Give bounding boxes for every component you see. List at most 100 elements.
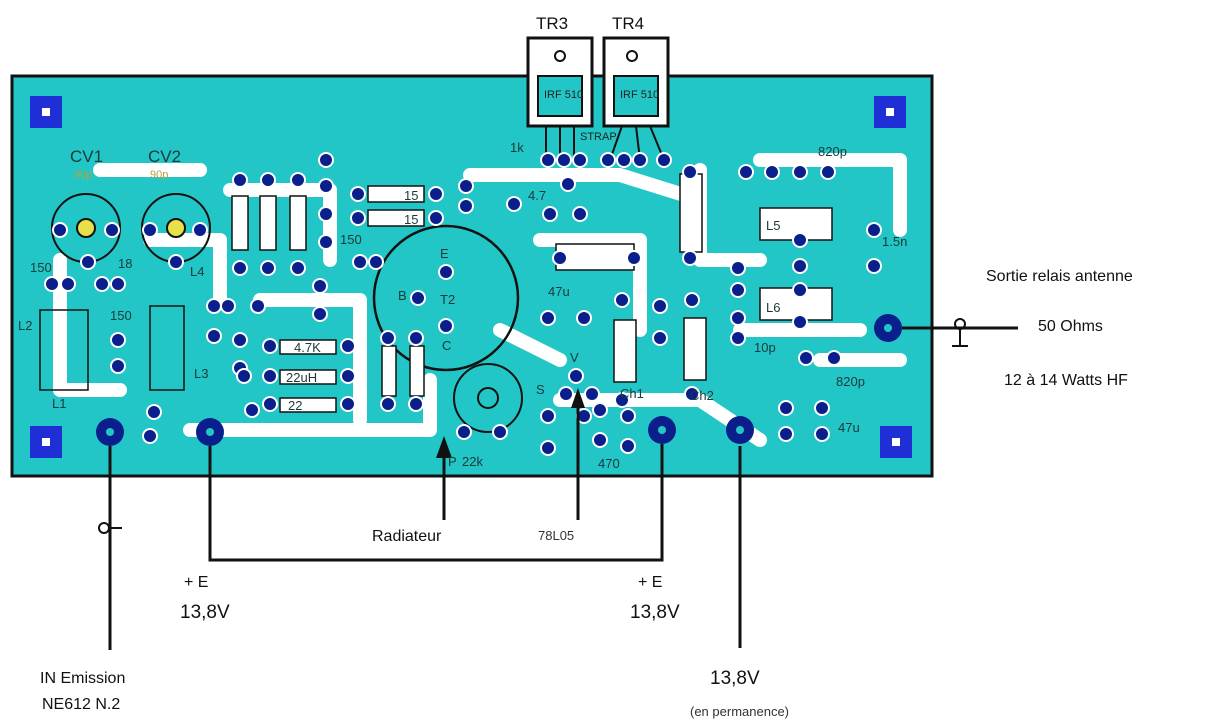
label-l22uh: 22uH bbox=[286, 370, 317, 385]
label-r15b: 15 bbox=[404, 212, 418, 227]
label-r22: 22 bbox=[288, 398, 302, 413]
voltage-left-label: 13,8V bbox=[180, 602, 230, 623]
solder-pad bbox=[738, 164, 754, 180]
solder-pad bbox=[408, 396, 424, 412]
solder-pad bbox=[730, 330, 746, 346]
solder-pad bbox=[730, 282, 746, 298]
solder-pad bbox=[616, 152, 632, 168]
solder-pad bbox=[368, 254, 384, 270]
resistor bbox=[367, 209, 425, 227]
solder-pad bbox=[244, 402, 260, 418]
solder-pad bbox=[584, 386, 600, 402]
solder-pad bbox=[682, 164, 698, 180]
pads bbox=[44, 152, 882, 456]
label-s: S bbox=[536, 382, 545, 397]
solder-pad bbox=[778, 426, 794, 442]
solder-pad bbox=[146, 404, 162, 420]
solder-pad bbox=[614, 392, 630, 408]
solder-pad bbox=[814, 400, 830, 416]
input-emission-label: IN Emission bbox=[40, 670, 126, 687]
solder-pad bbox=[318, 234, 334, 250]
label-l5: L5 bbox=[766, 218, 780, 233]
solder-pad bbox=[312, 278, 328, 294]
power-label: 12 à 14 Watts HF bbox=[1004, 372, 1128, 389]
solder-pad bbox=[792, 164, 808, 180]
solder-pad bbox=[206, 328, 222, 344]
solder-pad bbox=[318, 178, 334, 194]
label-47u-right: 47u bbox=[838, 420, 860, 435]
label-820p-top: 820p bbox=[818, 144, 847, 159]
solder-pad bbox=[730, 310, 746, 326]
solder-pad bbox=[792, 232, 808, 248]
solder-pad bbox=[312, 306, 328, 322]
solder-pad bbox=[192, 222, 208, 238]
resistor bbox=[679, 173, 703, 253]
solder-pad bbox=[262, 338, 278, 354]
solder-pad bbox=[556, 152, 572, 168]
solder-pad bbox=[168, 254, 184, 270]
label-l2: L2 bbox=[18, 318, 32, 333]
label-e: E bbox=[440, 246, 449, 261]
solder-pad bbox=[142, 428, 158, 444]
label-cv1: CV1 bbox=[70, 147, 103, 166]
solder-pad bbox=[410, 290, 426, 306]
solder-pad bbox=[540, 408, 556, 424]
solder-pad bbox=[318, 206, 334, 222]
solder-pad bbox=[542, 206, 558, 222]
plug-symbol bbox=[952, 318, 968, 347]
impedance-label: 50 Ohms bbox=[1038, 318, 1103, 335]
solder-pad bbox=[572, 152, 588, 168]
solder-pad bbox=[620, 408, 636, 424]
solder-pad bbox=[44, 276, 60, 292]
solder-pad bbox=[232, 260, 248, 276]
solder-pad bbox=[540, 440, 556, 456]
input-source-label: NE612 N.2 bbox=[42, 696, 121, 713]
label-c150-left: 150 bbox=[30, 260, 52, 275]
resistor bbox=[683, 317, 707, 381]
solder-pad bbox=[684, 292, 700, 308]
solder-pad bbox=[340, 396, 356, 412]
label-10p: 10p bbox=[754, 340, 776, 355]
solder-pad bbox=[262, 368, 278, 384]
antenna-output-label: Sortie relais antenne bbox=[986, 268, 1133, 285]
solder-pad bbox=[572, 206, 588, 222]
solder-pad bbox=[236, 368, 252, 384]
solder-pad bbox=[540, 310, 556, 326]
label-tr4: TR4 bbox=[612, 14, 645, 33]
solder-pad bbox=[652, 298, 668, 314]
label-c150-mid: 150 bbox=[110, 308, 132, 323]
solder-pad bbox=[684, 386, 700, 402]
resistor bbox=[613, 319, 637, 383]
plus-e-left-label: + E bbox=[184, 574, 209, 591]
resistor bbox=[555, 243, 635, 271]
solder-pad bbox=[110, 332, 126, 348]
solder-pad bbox=[110, 276, 126, 292]
solder-pad bbox=[104, 222, 120, 238]
input-plug-symbol bbox=[98, 522, 122, 534]
radiator-arrow bbox=[436, 436, 452, 458]
solder-pad bbox=[142, 222, 158, 238]
solder-pad bbox=[600, 152, 616, 168]
irf-label: IRF 510 bbox=[544, 89, 583, 101]
solder-pad bbox=[232, 332, 248, 348]
solder-pad bbox=[458, 198, 474, 214]
label-cv1-val: 90p bbox=[74, 169, 92, 181]
solder-pad bbox=[220, 298, 236, 314]
label-c: C bbox=[442, 338, 451, 353]
solder-pad bbox=[290, 172, 306, 188]
coil-l2 bbox=[39, 309, 89, 391]
solder-pad bbox=[340, 368, 356, 384]
resistor bbox=[289, 195, 307, 251]
solder-pad bbox=[456, 424, 472, 440]
label-l1: L1 bbox=[52, 396, 66, 411]
regulator-arrow bbox=[571, 388, 585, 408]
solder-pad bbox=[262, 396, 278, 412]
solder-pad bbox=[552, 250, 568, 266]
solder-pad bbox=[80, 254, 96, 270]
resistor bbox=[279, 339, 337, 355]
solder-pad bbox=[682, 250, 698, 266]
solder-pad bbox=[428, 186, 444, 202]
label-ch2: Ch2 bbox=[690, 388, 714, 403]
solder-pad bbox=[626, 250, 642, 266]
label-470: 470 bbox=[598, 456, 620, 471]
